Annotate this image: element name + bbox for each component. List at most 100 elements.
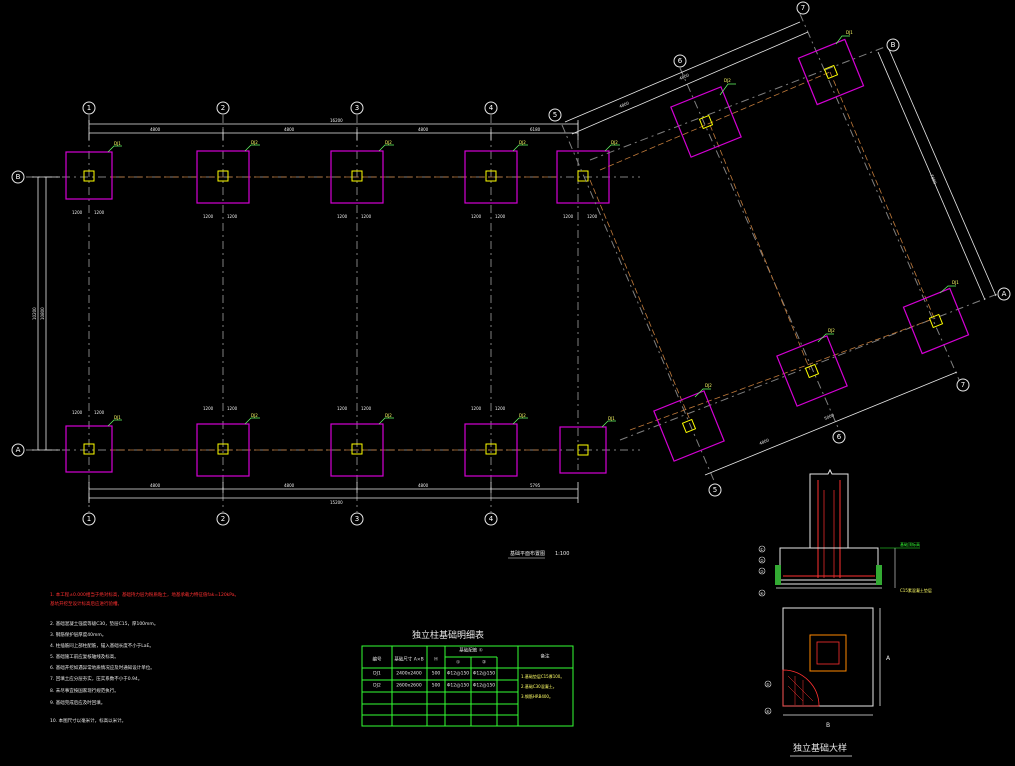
footing-dj1 (797, 38, 865, 106)
axis-1: 1 (87, 515, 91, 523)
tag-dj1: DJ1 (846, 30, 853, 35)
callout-4: ④ (760, 591, 764, 596)
footing-dim: 1200 (471, 406, 482, 411)
tag-dj2: DJ2 (828, 328, 835, 333)
tag-dj2: DJ2 (519, 413, 526, 418)
note-line: 10. 本图尺寸以毫米计，标高以米计。 (50, 717, 126, 724)
footing-dj2 (653, 390, 725, 462)
top-dim-2: 4800 (284, 127, 295, 132)
bottom-dimension-chain: 4800 4800 4800 5795 15200 (88, 482, 579, 505)
td: DJ1 (373, 671, 381, 677)
footing-dj2: DJ2 1200 1200 (196, 406, 260, 477)
top-dim-3: 4800 (418, 127, 429, 132)
footing-dim: 1200 (94, 210, 105, 215)
axis-a: A (16, 446, 21, 454)
plan-title-text: 基础平面布置图 (510, 550, 545, 557)
footing-dim: 1200 (337, 214, 348, 219)
footing-dj2: DJ2 1200 1200 (464, 406, 528, 477)
rot-dim-right: 5000 (823, 412, 835, 421)
axis-b: B (16, 173, 21, 181)
footing-dj2: DJ2 1200 1200 (330, 140, 394, 219)
tie-beams (110, 176, 560, 451)
left-inner-dim: 10800 (40, 307, 45, 320)
axis-5-bottom: 5 (713, 486, 717, 494)
tag-dj2: DJ2 (705, 383, 712, 388)
note-line: 8. 未尽事宜按国家现行规范执行。 (50, 687, 119, 694)
bottom-dim-3: 4800 (418, 483, 429, 488)
note-line: 4. 柱插筋同上部柱配筋，锚入基础长度不小于LaE。 (50, 642, 154, 649)
callout-6: ⑥ (766, 709, 770, 714)
rot-dim-3: 4800 (758, 437, 770, 446)
td: 500 (432, 683, 441, 689)
footing-dim: 1200 (227, 406, 238, 411)
td: Φ12@150 (447, 683, 469, 689)
rot-dim-1: 4800 (678, 72, 690, 81)
axis-7-bottom: 7 (961, 381, 965, 389)
footing-dj1: DJ1 (559, 416, 616, 474)
rotated-dimension-chain: 4800 4800 7800 5000 4800 (564, 21, 997, 476)
th-h: H (434, 657, 437, 663)
rot-dim-long: 7800 (929, 173, 938, 185)
table-title: 独立柱基础明细表 (412, 629, 484, 641)
footing-dim: 1200 (337, 406, 348, 411)
tag-dj2: DJ2 (519, 140, 526, 145)
axis-5: 5 (553, 111, 557, 119)
footing-dim: 1200 (94, 410, 105, 415)
tag-dj2: DJ2 (611, 140, 618, 145)
footing-dim: 1200 (203, 214, 214, 219)
rotated-wing: 4800 4800 7800 5000 4800 DJ2 (561, 1, 1011, 497)
horizontal-axes (26, 176, 640, 451)
note-line: 3. 钢筋保护层厚度40mm。 (50, 631, 106, 638)
detail-label-a: A (886, 655, 891, 662)
tag-dj2: DJ2 (724, 78, 731, 83)
footing-dim: 1200 (361, 406, 372, 411)
bottom-dim-4: 5795 (530, 483, 541, 488)
detail-title: 独立基础大样 (793, 742, 847, 754)
footing-dj2 (776, 335, 848, 407)
th-rebar-1: ① (456, 660, 460, 666)
axis-1: 1 (87, 104, 91, 112)
note-line: 基坑开挖至设计标高后应进行验槽。 (50, 600, 122, 607)
detail-side-note: 基础顶标高 (900, 541, 920, 547)
footing-dj2 (670, 86, 742, 158)
tag-dj1: DJ1 (114, 141, 121, 146)
tag-dj2: DJ2 (385, 140, 392, 145)
rotated-axis-bubbles: 6 7 B A 7 6 5 (673, 1, 1011, 497)
axis-b-rot: B (891, 41, 896, 49)
rotated-footings: DJ2 DJ1 DJ1 DJ2 (653, 30, 970, 462)
footing-dim: 1200 (563, 214, 574, 219)
callout-3: ③ (760, 569, 764, 574)
footing-dj2: DJ2 1200 1200 (464, 140, 528, 219)
footing-row-a: DJ1 1200 1200 DJ2 1200 1200 DJ2 1200 120… (65, 406, 616, 477)
td: DJ2 (373, 683, 381, 689)
bottom-dim-2: 4800 (284, 483, 295, 488)
tag-dj1: DJ1 (952, 280, 959, 285)
tag-dj2: DJ2 (251, 140, 258, 145)
note-line: 9. 基础完成后应及时回填。 (50, 699, 105, 706)
axis-a-rot: A (1002, 290, 1007, 298)
footing-dim: 1200 (361, 214, 372, 219)
axis-7-top: 7 (801, 4, 805, 12)
remark-line: 1.基础垫层C15厚100。 (521, 673, 564, 679)
note-line: 1. 本工程±0.000相当于绝对标高，基础持力层为粉质粘土，地基承载力特征值f… (50, 591, 239, 598)
detail-section: 基础顶标高 C15素混凝土垫层 ① ② ③ ④ (758, 468, 932, 597)
footing-dim: 1200 (471, 214, 482, 219)
note-line: 7. 回填土应分层夯实，压实系数不小于0.94。 (50, 675, 142, 682)
note-line: 5. 基础施工前应复核轴线及标高。 (50, 653, 119, 660)
rotated-axes (561, 13, 1001, 484)
note-line: 2. 基础混凝土强度等级C30，垫层C15，厚100mm。 (50, 620, 158, 627)
th-rebar: 基础配筋 ① (459, 647, 482, 654)
bottom-dim-1: 4800 (150, 483, 161, 488)
footing-schedule-table: 独立柱基础明细表 编号 基础尺寸 A×B H 基础配筋 ① ① ② 备注 DJ1… (361, 629, 574, 727)
callout-5: ⑤ (766, 682, 770, 687)
th-remark: 备注 (541, 653, 550, 660)
callout-1: ① (760, 547, 764, 552)
tag-dj1: DJ1 (608, 416, 615, 421)
plan-scale: 1:100 (555, 551, 569, 557)
design-notes: 1. 本工程±0.000相当于绝对标高，基础持力层为粉质粘土，地基承载力特征值f… (50, 591, 239, 724)
th-id: 编号 (373, 656, 382, 663)
axis-4: 4 (489, 515, 494, 523)
footing-dj1 (902, 287, 970, 355)
footing-dim: 1200 (203, 406, 214, 411)
